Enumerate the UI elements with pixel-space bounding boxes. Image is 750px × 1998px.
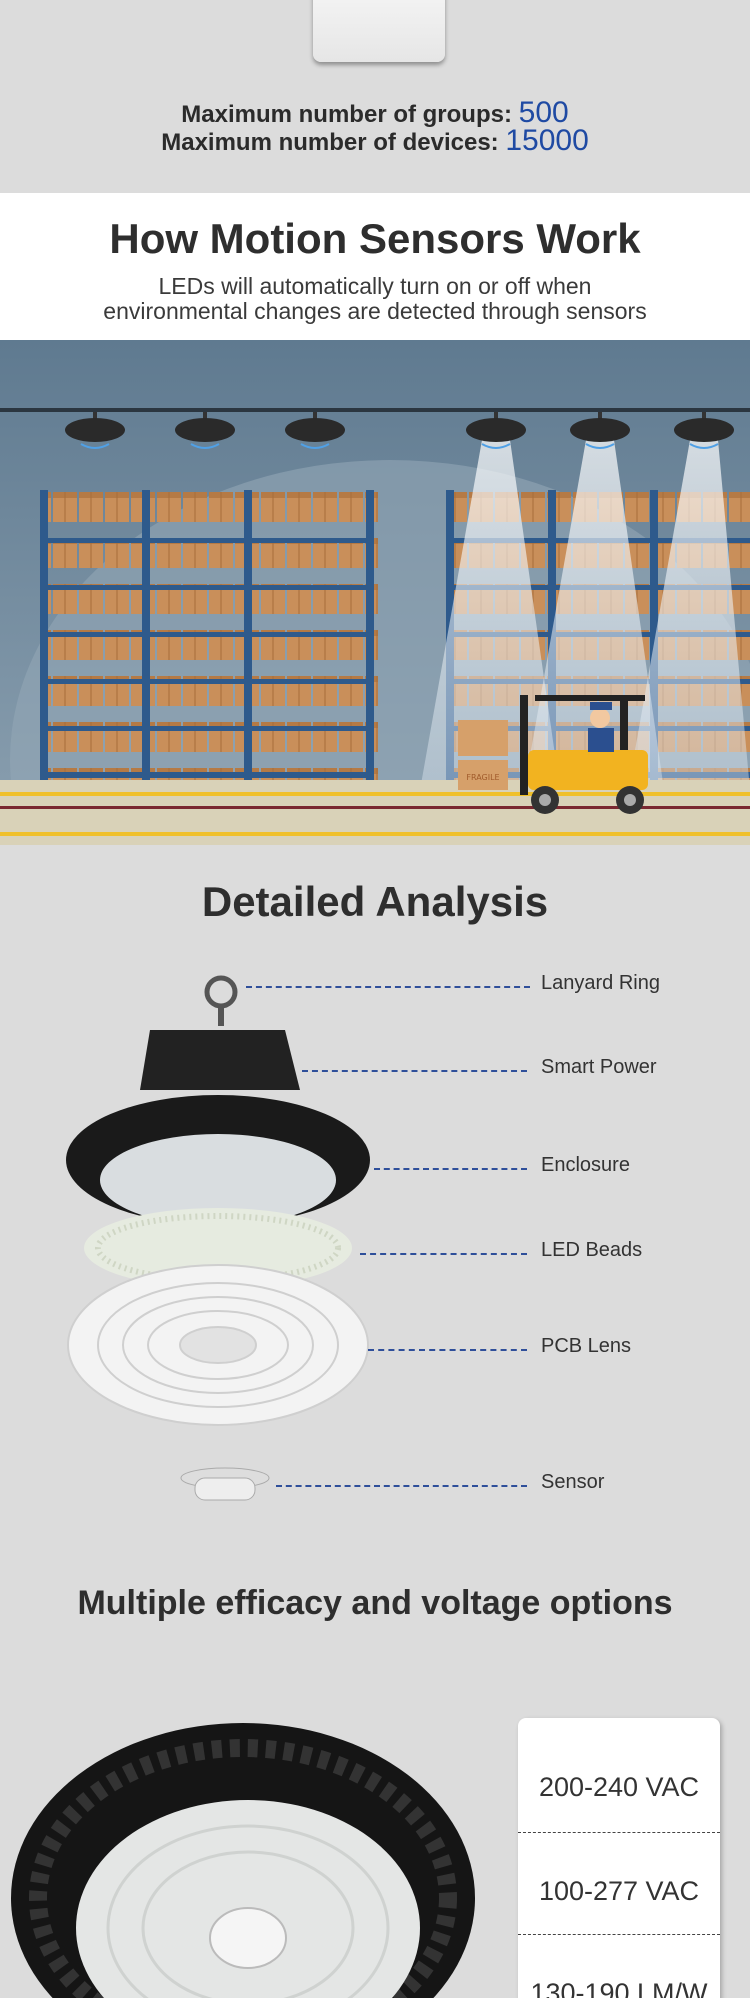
lamp-product-image — [11, 1723, 475, 1998]
motion-subtitle-line1: LEDs will automatically turn on or off w… — [158, 273, 592, 299]
option-voltage-2: 100-277 VAC — [538, 1876, 700, 1906]
warehouse-illustration: FRAGILE — [0, 340, 750, 845]
voltage-options-card: 200-240 VAC 100-277 VAC 130-190 LM/W — [518, 1718, 720, 1998]
leader-line-led-beads — [360, 1253, 527, 1255]
option-voltage-1: 200-240 VAC — [538, 1772, 700, 1802]
max-groups-value: 500 — [518, 96, 569, 129]
warehouse-scene: FRAGILE — [0, 340, 750, 845]
control-device-image — [313, 0, 445, 62]
forklift: FRAGILE — [458, 695, 648, 814]
max-groups-line: Maximum number of groups: 500 — [0, 96, 750, 130]
label-lanyard-ring: Lanyard Ring — [541, 972, 660, 994]
exploded-lamp-image — [66, 975, 370, 1501]
options-title: Multiple efficacy and voltage options — [77, 1584, 673, 1622]
smart-power-part — [140, 1030, 300, 1090]
label-enclosure: Enclosure — [541, 1154, 630, 1176]
detailed-analysis-section: Detailed Analysis Lanyard Ring Smart Pow… — [0, 850, 750, 1554]
motion-title: How Motion Sensors Work — [109, 215, 641, 262]
led-beads-part — [84, 1208, 352, 1288]
shelf-left — [40, 490, 378, 780]
option-divider-2 — [518, 1934, 720, 1935]
motion-subtitle-line2: environmental changes are detected throu… — [103, 298, 647, 324]
max-devices-value: 15000 — [505, 124, 589, 157]
label-led-beads: LED Beads — [541, 1239, 643, 1261]
motion-sensor-header: How Motion Sensors Work LEDs will automa… — [0, 193, 750, 340]
efficacy-options-section: Multiple efficacy and voltage options 20… — [0, 1558, 750, 1998]
box-fragile-label: FRAGILE — [466, 773, 499, 782]
label-pcb-lens: PCB Lens — [541, 1335, 632, 1357]
leader-line-smart-power — [302, 1070, 527, 1072]
lanyard-ring-part — [204, 975, 238, 1009]
leader-line-lanyard — [246, 986, 530, 988]
max-groups-label: Maximum number of groups: — [181, 101, 512, 128]
high-bay-lamps — [65, 412, 734, 449]
max-devices-label: Maximum number of devices: — [161, 129, 499, 156]
leader-line-sensor — [276, 1485, 527, 1487]
label-sensor: Sensor — [541, 1471, 605, 1493]
option-efficacy: 130-190 LM/W — [530, 1978, 708, 1998]
option-divider-1 — [518, 1832, 720, 1833]
label-smart-power: Smart Power — [541, 1056, 657, 1078]
analysis-title: Detailed Analysis — [201, 878, 549, 925]
leader-line-pcb-lens — [368, 1349, 527, 1351]
group-limits-section: Maximum number of groups: 500 Maximum nu… — [0, 0, 750, 193]
max-devices-line: Maximum number of devices: 15000 — [0, 124, 750, 158]
leader-line-enclosure — [374, 1168, 527, 1170]
